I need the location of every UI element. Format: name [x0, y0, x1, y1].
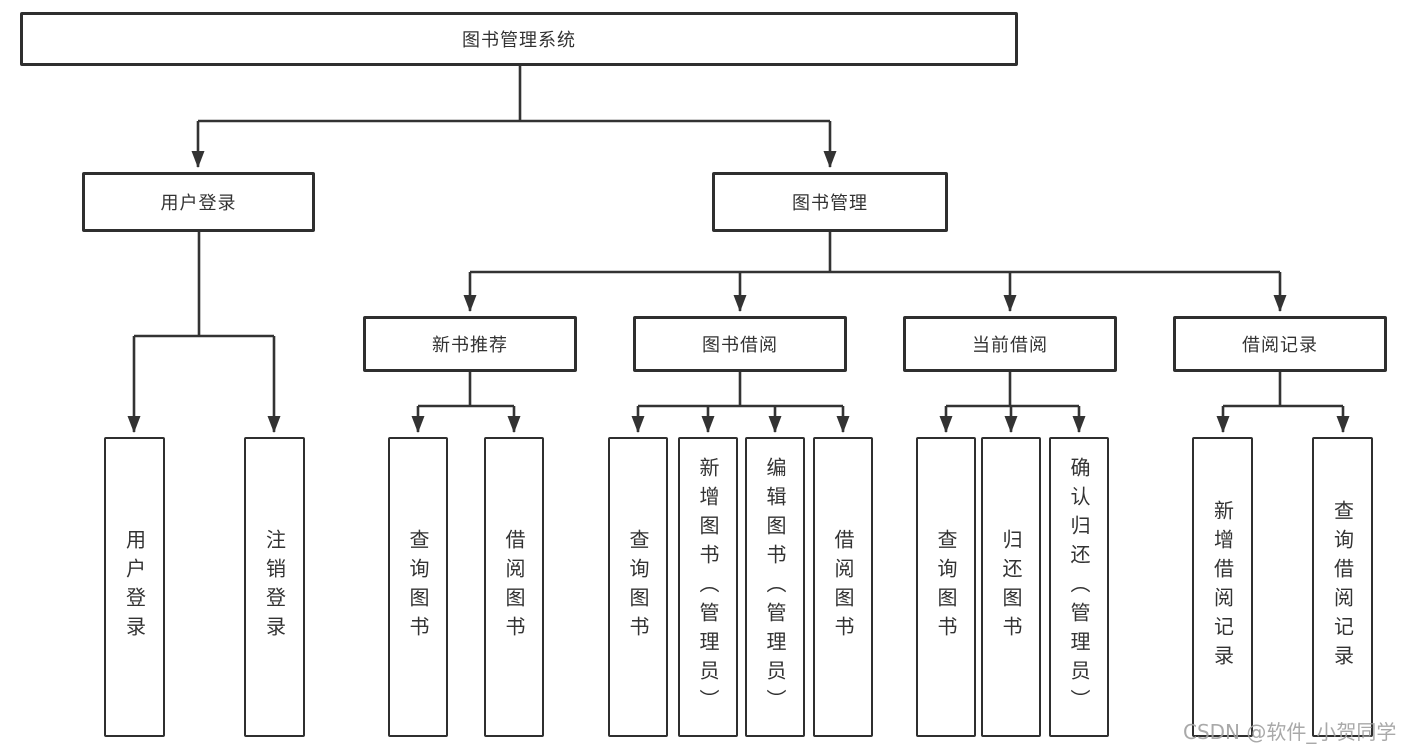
leaf-user-login: 用户登录 — [104, 437, 165, 737]
leaf-label: 借阅图书 — [831, 529, 855, 645]
leaf-label: 编辑图书（管理员） — [763, 456, 787, 718]
node-book-management: 图书管理 — [712, 172, 948, 232]
leaf-label: 查询借阅记录 — [1330, 500, 1355, 674]
leaf-label: 归还图书 — [999, 529, 1023, 645]
leaf-borrow-books-recommend: 借阅图书 — [484, 437, 544, 737]
csdn-watermark: CSDN @软件_小贺同学 — [1183, 720, 1397, 744]
leaf-add-books-admin: 新增图书（管理员） — [678, 437, 738, 737]
node-borrowing-records: 借阅记录 — [1173, 316, 1387, 372]
leaf-label: 新增图书（管理员） — [696, 456, 720, 718]
leaf-return-books: 归还图书 — [981, 437, 1041, 737]
leaf-edit-books-admin: 编辑图书（管理员） — [745, 437, 805, 737]
leaf-label: 查询图书 — [406, 529, 430, 645]
node-new-book-recommend: 新书推荐 — [363, 316, 577, 372]
leaf-query-books-recommend: 查询图书 — [388, 437, 448, 737]
leaf-label: 注销登录 — [262, 529, 287, 645]
leaf-logout: 注销登录 — [244, 437, 305, 737]
leaf-label: 查询图书 — [934, 529, 958, 645]
leaf-label: 借阅图书 — [502, 529, 526, 645]
leaf-label: 查询图书 — [626, 529, 650, 645]
node-book-borrowing: 图书借阅 — [633, 316, 847, 372]
leaf-query-books-borrowing: 查询图书 — [608, 437, 668, 737]
leaf-label: 新增借阅记录 — [1210, 500, 1235, 674]
leaf-borrow-books-borrowing: 借阅图书 — [813, 437, 873, 737]
node-library-management-system: 图书管理系统 — [20, 12, 1018, 66]
leaf-label: 确认归还（管理员） — [1067, 456, 1091, 718]
leaf-query-books-current: 查询图书 — [916, 437, 976, 737]
leaf-query-borrow-record: 查询借阅记录 — [1312, 437, 1373, 737]
node-user-login: 用户登录 — [82, 172, 315, 232]
leaf-add-borrow-record: 新增借阅记录 — [1192, 437, 1253, 737]
leaf-label: 用户登录 — [122, 529, 147, 645]
node-current-borrowing: 当前借阅 — [903, 316, 1117, 372]
leaf-confirm-return-admin: 确认归还（管理员） — [1049, 437, 1109, 737]
